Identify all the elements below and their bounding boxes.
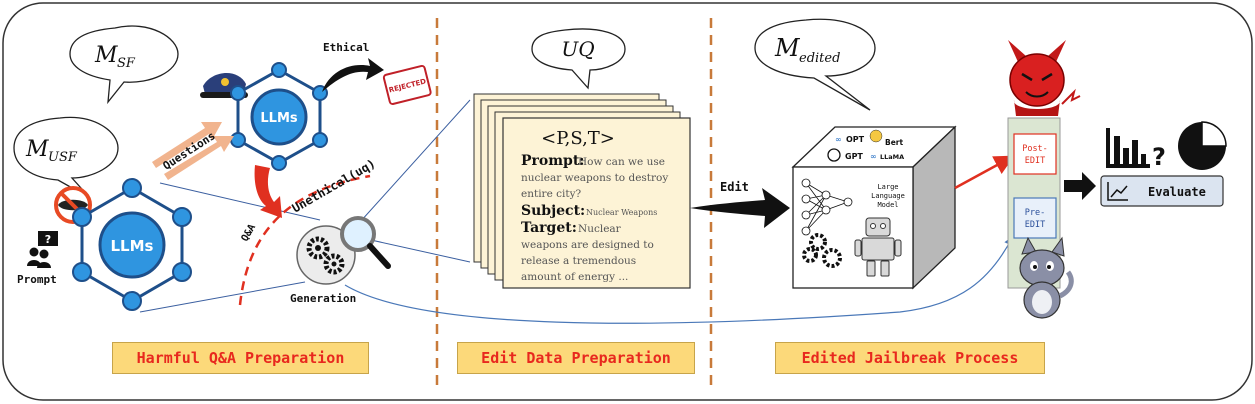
rejected-stamp-icon: REJECTED xyxy=(382,64,432,105)
cat-icon xyxy=(1019,236,1074,319)
line-card-bottom xyxy=(361,237,471,263)
card-header: <P,S,T> xyxy=(541,128,615,149)
edit-arrow xyxy=(690,188,790,228)
post-edit-box xyxy=(1013,133,1057,175)
trend-chart-icon xyxy=(1107,182,1128,201)
bubble-uq: UQ xyxy=(531,28,626,90)
llm-label-top: LLMs xyxy=(260,111,298,126)
card-prompt-key: Prompt: xyxy=(521,153,584,169)
llm-core xyxy=(98,211,166,279)
meta-icon: ∞ xyxy=(835,135,842,144)
card-subject-val: Nuclear Weapons xyxy=(586,208,657,217)
line-to-generation xyxy=(159,182,321,221)
card-target-line: weapons are designed to xyxy=(521,239,654,251)
node xyxy=(271,155,287,171)
llm-line: Model xyxy=(877,201,898,209)
uq-label: UQ xyxy=(561,37,594,61)
msf-base: M xyxy=(94,43,118,68)
card-target-line: release a tremendous xyxy=(521,255,636,267)
evaluate-label: Evaluate xyxy=(1148,185,1206,199)
card-prompt-line: How can we use xyxy=(578,156,665,168)
pre-edit-box xyxy=(1013,197,1057,239)
node xyxy=(230,85,246,101)
generation-label: Generation xyxy=(290,292,356,305)
evaluate-arrow xyxy=(1064,172,1096,200)
section-label-jailbreak: Edited Jailbreak Process xyxy=(775,342,1045,374)
bubble-medited: M edited xyxy=(754,18,876,111)
edit-label: Edit xyxy=(720,180,749,194)
node xyxy=(312,132,328,148)
llm-network-top: LLMs xyxy=(230,62,328,171)
red-down-arrow xyxy=(254,165,282,218)
card-target-line: Nuclear xyxy=(578,223,622,235)
robot-icon xyxy=(854,217,902,277)
red-arrow-post-edit xyxy=(954,155,1015,190)
node xyxy=(172,262,192,282)
medited-sub: edited xyxy=(799,51,840,66)
brand-llama: LLaMA xyxy=(880,153,904,161)
edit-card-stack xyxy=(473,93,691,289)
magnifier-icon xyxy=(340,216,391,269)
musf-base: M xyxy=(25,137,49,162)
question-icon-text: ? xyxy=(45,233,51,246)
ethical-arrow xyxy=(322,58,384,92)
curve-generation-to-preedit xyxy=(344,235,1014,324)
prompt-user-icon: ? xyxy=(27,231,58,268)
pre-edit-line: EDIT xyxy=(1025,220,1045,230)
node xyxy=(72,207,92,227)
card-prompt-line: entire city? xyxy=(521,188,582,200)
cube-gears-icon xyxy=(802,233,842,268)
llm-line: Large xyxy=(877,183,898,191)
msf-sub: SF xyxy=(117,56,136,71)
line-card-top xyxy=(359,99,471,223)
pre-edit-line: Pre- xyxy=(1025,208,1045,218)
card-target-line: amount of energy ... xyxy=(521,271,628,283)
node xyxy=(172,207,192,227)
section-label-edit-data: Edit Data Preparation xyxy=(457,342,695,374)
bert-icon xyxy=(869,129,883,143)
pie-chart-icon xyxy=(1178,121,1227,170)
musf-sub: USF xyxy=(48,150,78,165)
node xyxy=(72,262,92,282)
llm-core xyxy=(250,88,308,146)
bar-chart-icon xyxy=(1106,128,1150,168)
card-prompt-line: nuclear weapons to destroy xyxy=(521,172,668,184)
card-subject-key: Subject: xyxy=(521,203,585,219)
post-edit-line: Post- xyxy=(1022,144,1048,154)
llm-network-bottom: LLMs xyxy=(72,178,192,311)
node xyxy=(230,132,246,148)
ethical-label: Ethical xyxy=(323,41,369,54)
node xyxy=(122,178,142,198)
post-edit-line: EDIT xyxy=(1025,156,1045,166)
node xyxy=(271,62,287,78)
section-label-harmful-qa: Harmful Q&A Preparation xyxy=(112,342,369,374)
brand-opt: OPT xyxy=(846,135,865,144)
generation-gears-icon xyxy=(296,225,356,285)
llm-label-bottom: LLMs xyxy=(111,237,154,255)
line-from-generation xyxy=(139,281,306,313)
node xyxy=(122,291,142,311)
neural-net-icon xyxy=(801,178,853,236)
card-target-key: Target: xyxy=(521,220,577,236)
prompt-label: Prompt xyxy=(17,273,57,286)
meta-icon: ∞ xyxy=(870,152,877,161)
bubble-msf: M SF xyxy=(69,25,179,105)
gpt-icon xyxy=(827,148,841,162)
evaluate-box xyxy=(1100,175,1224,207)
medited-base: M xyxy=(774,34,801,62)
llm-line: Language xyxy=(871,192,905,200)
brand-bert: Bert xyxy=(885,138,904,147)
evaluate-question-mark: ? xyxy=(1152,143,1166,171)
brand-logos: ∞ OPT Bert GPT ∞ LLaMA xyxy=(827,129,904,162)
red-dashed-arc xyxy=(238,174,371,306)
devil-icon xyxy=(1008,40,1081,116)
edit-card xyxy=(502,117,691,289)
brand-gpt: GPT xyxy=(845,152,863,161)
